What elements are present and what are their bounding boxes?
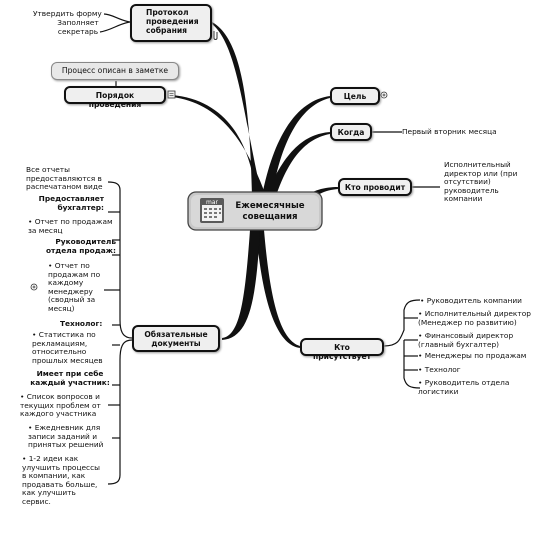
attendee-item[interactable]: • Руководитель отдела логистики (418, 378, 510, 396)
attachment-icon[interactable] (213, 31, 218, 40)
topic-attendees-label: Кто присутствует (312, 343, 372, 361)
note-callout-text: Процесс описан в заметке (61, 66, 169, 75)
documents-each-item[interactable]: • Список вопросов и текущих проблем от к… (20, 392, 101, 419)
documents-sales-item[interactable]: • Отчет по продажам по каждому менеджеру… (48, 261, 101, 313)
attendee-item[interactable]: • Исполнительный директор (Менеджер по р… (418, 309, 531, 327)
topic-documents-label: Обязательные документы (144, 330, 208, 348)
attendee-item[interactable]: • Финансовый директор (главный бухгалтер… (418, 331, 514, 349)
documents-each-item-text: Список вопросов и текущих проблем от каж… (20, 392, 101, 419)
documents-each-heading[interactable]: Имеет при себе каждый участник: (30, 369, 110, 387)
connector-protocol-item-1 (103, 13, 131, 23)
documents-accountant-item[interactable]: • Отчет по продажам за месяц (28, 217, 113, 235)
documents-tech-item-text: Статистика по рекламациям, относительно … (32, 330, 103, 365)
attendee-label: Финансовый директор (главный бухгалтер) (418, 331, 514, 349)
topic-goal-label: Цель (343, 92, 367, 101)
note-callout[interactable]: Процесс описан в заметке (51, 62, 179, 80)
topic-host-label: Кто проводит (344, 183, 406, 192)
central-topic[interactable]: mar (187, 191, 323, 231)
connector-protocol-item-2 (99, 21, 131, 33)
topic-order-label: Порядок проведения (88, 91, 142, 109)
documents-tech-heading[interactable]: Технолог: (60, 319, 103, 328)
documents-each-item-text: Ежедневник для записи заданий и принятых… (28, 423, 104, 450)
when-value[interactable]: Первый вторник месяца (402, 127, 497, 136)
documents-accountant-item-text: Отчет по продажам за месяц (28, 217, 113, 235)
topic-goal[interactable]: Цель (330, 87, 380, 105)
connector-documents-top (107, 181, 133, 339)
central-topic-title[interactable]: Ежемесячные совещания (235, 201, 305, 222)
topic-protocol[interactable]: Протокол проведения собрания (130, 4, 212, 42)
expand-plus-icon[interactable] (380, 91, 388, 99)
branch-order (172, 95, 266, 196)
topic-order[interactable]: Порядок проведения (64, 86, 166, 109)
host-value[interactable]: Исполнительный директор или (при отсутст… (444, 160, 518, 204)
protocol-item-secretary[interactable]: Заполняет секретарь (57, 18, 99, 36)
topic-when-label: Когда (337, 128, 365, 137)
documents-each-item-text: 1-2 идеи как улучшить процессы в компани… (22, 454, 100, 506)
attendee-label: Исполнительный директор (Менеджер по раз… (418, 309, 531, 327)
topic-when[interactable]: Когда (330, 123, 372, 141)
attendee-label: Технолог (424, 365, 461, 374)
documents-sales-heading[interactable]: Руководитель отдела продаж: (45, 237, 116, 255)
protocol-item-approve[interactable]: Утвердить форму (33, 9, 102, 18)
documents-intro[interactable]: Все отчеты предоставляются в распечатано… (26, 165, 103, 192)
calendar-icon: mar (200, 198, 224, 223)
branch-attendees (256, 230, 300, 348)
attendee-label: Руководитель компании (426, 296, 522, 305)
branch-documents (222, 230, 260, 340)
documents-accountant-heading[interactable]: Предоставляет бухгалтер: (38, 194, 104, 212)
documents-each-item[interactable]: • Ежедневник для записи заданий и принят… (28, 423, 104, 450)
topic-protocol-label: Протокол проведения собрания (146, 8, 199, 35)
documents-sales-item-text: Отчет по продажам по каждому менеджеру (… (48, 261, 101, 313)
branch-goal (262, 96, 330, 196)
connector-documents-bottom (107, 339, 133, 485)
attendee-item[interactable]: • Руководитель компании (420, 296, 522, 305)
connector-attendees-bottom (403, 340, 421, 389)
topic-attendees[interactable]: Кто присутствует (300, 338, 384, 361)
documents-tech-item[interactable]: • Статистика по рекламациям, относительн… (32, 330, 103, 365)
attendee-item[interactable]: • Менеджеры по продажам (418, 351, 527, 360)
attendee-label: Менеджеры по продажам (424, 351, 527, 360)
attendee-label: Руководитель отдела логистики (418, 378, 510, 396)
branch-when (266, 132, 330, 196)
attendee-item[interactable]: • Технолог (418, 365, 461, 374)
documents-each-item[interactable]: • 1-2 идеи как улучшить процессы в компа… (22, 454, 100, 506)
topic-host[interactable]: Кто проводит (338, 178, 412, 196)
note-icon[interactable] (167, 90, 176, 99)
svg-text:mar: mar (206, 199, 219, 206)
connector-attendees-top (383, 299, 421, 347)
documents-expand-icon[interactable] (30, 283, 38, 291)
topic-documents[interactable]: Обязательные документы (132, 325, 220, 352)
